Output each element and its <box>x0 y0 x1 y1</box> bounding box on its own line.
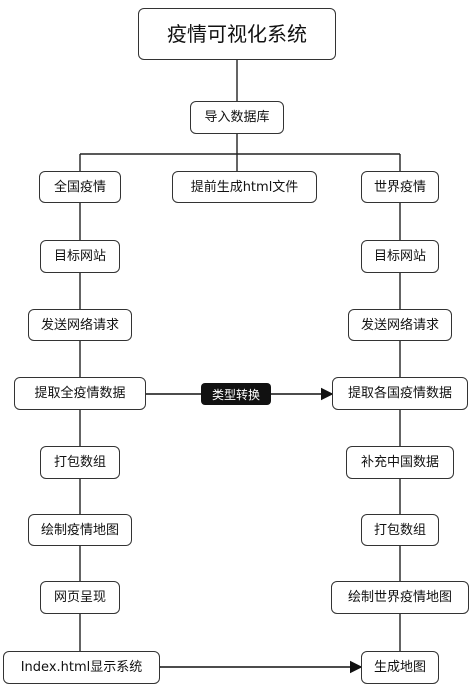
pre-generate-html-node: 提前生成html文件 <box>172 171 317 203</box>
import-database-node: 导入数据库 <box>190 101 284 134</box>
national-epidemic-node: 全国疫情 <box>39 171 121 203</box>
left-step-web-display: 网页呈现 <box>40 581 120 614</box>
left-step-extract-data: 提取全疫情数据 <box>14 377 146 410</box>
left-step-index-html: Index.html显示系统 <box>3 651 160 684</box>
right-step-extract-country-data: 提取各国疫情数据 <box>332 377 468 410</box>
left-step-draw-map: 绘制疫情地图 <box>28 514 132 546</box>
left-step-target-site: 目标网站 <box>40 240 120 273</box>
right-step-supplement-china: 补充中国数据 <box>346 446 454 479</box>
right-step-target-site: 目标网站 <box>361 240 439 273</box>
left-step-send-request: 发送网络请求 <box>28 309 132 341</box>
right-step-pack-array: 打包数组 <box>361 514 439 546</box>
right-step-generate-map: 生成地图 <box>361 651 439 684</box>
world-epidemic-node: 世界疫情 <box>361 171 439 203</box>
title-node: 疫情可视化系统 <box>138 8 336 60</box>
right-step-draw-world-map: 绘制世界疫情地图 <box>331 581 469 614</box>
right-step-send-request: 发送网络请求 <box>348 309 452 341</box>
left-step-pack-array: 打包数组 <box>40 446 120 479</box>
type-conversion-label: 类型转换 <box>201 383 271 405</box>
